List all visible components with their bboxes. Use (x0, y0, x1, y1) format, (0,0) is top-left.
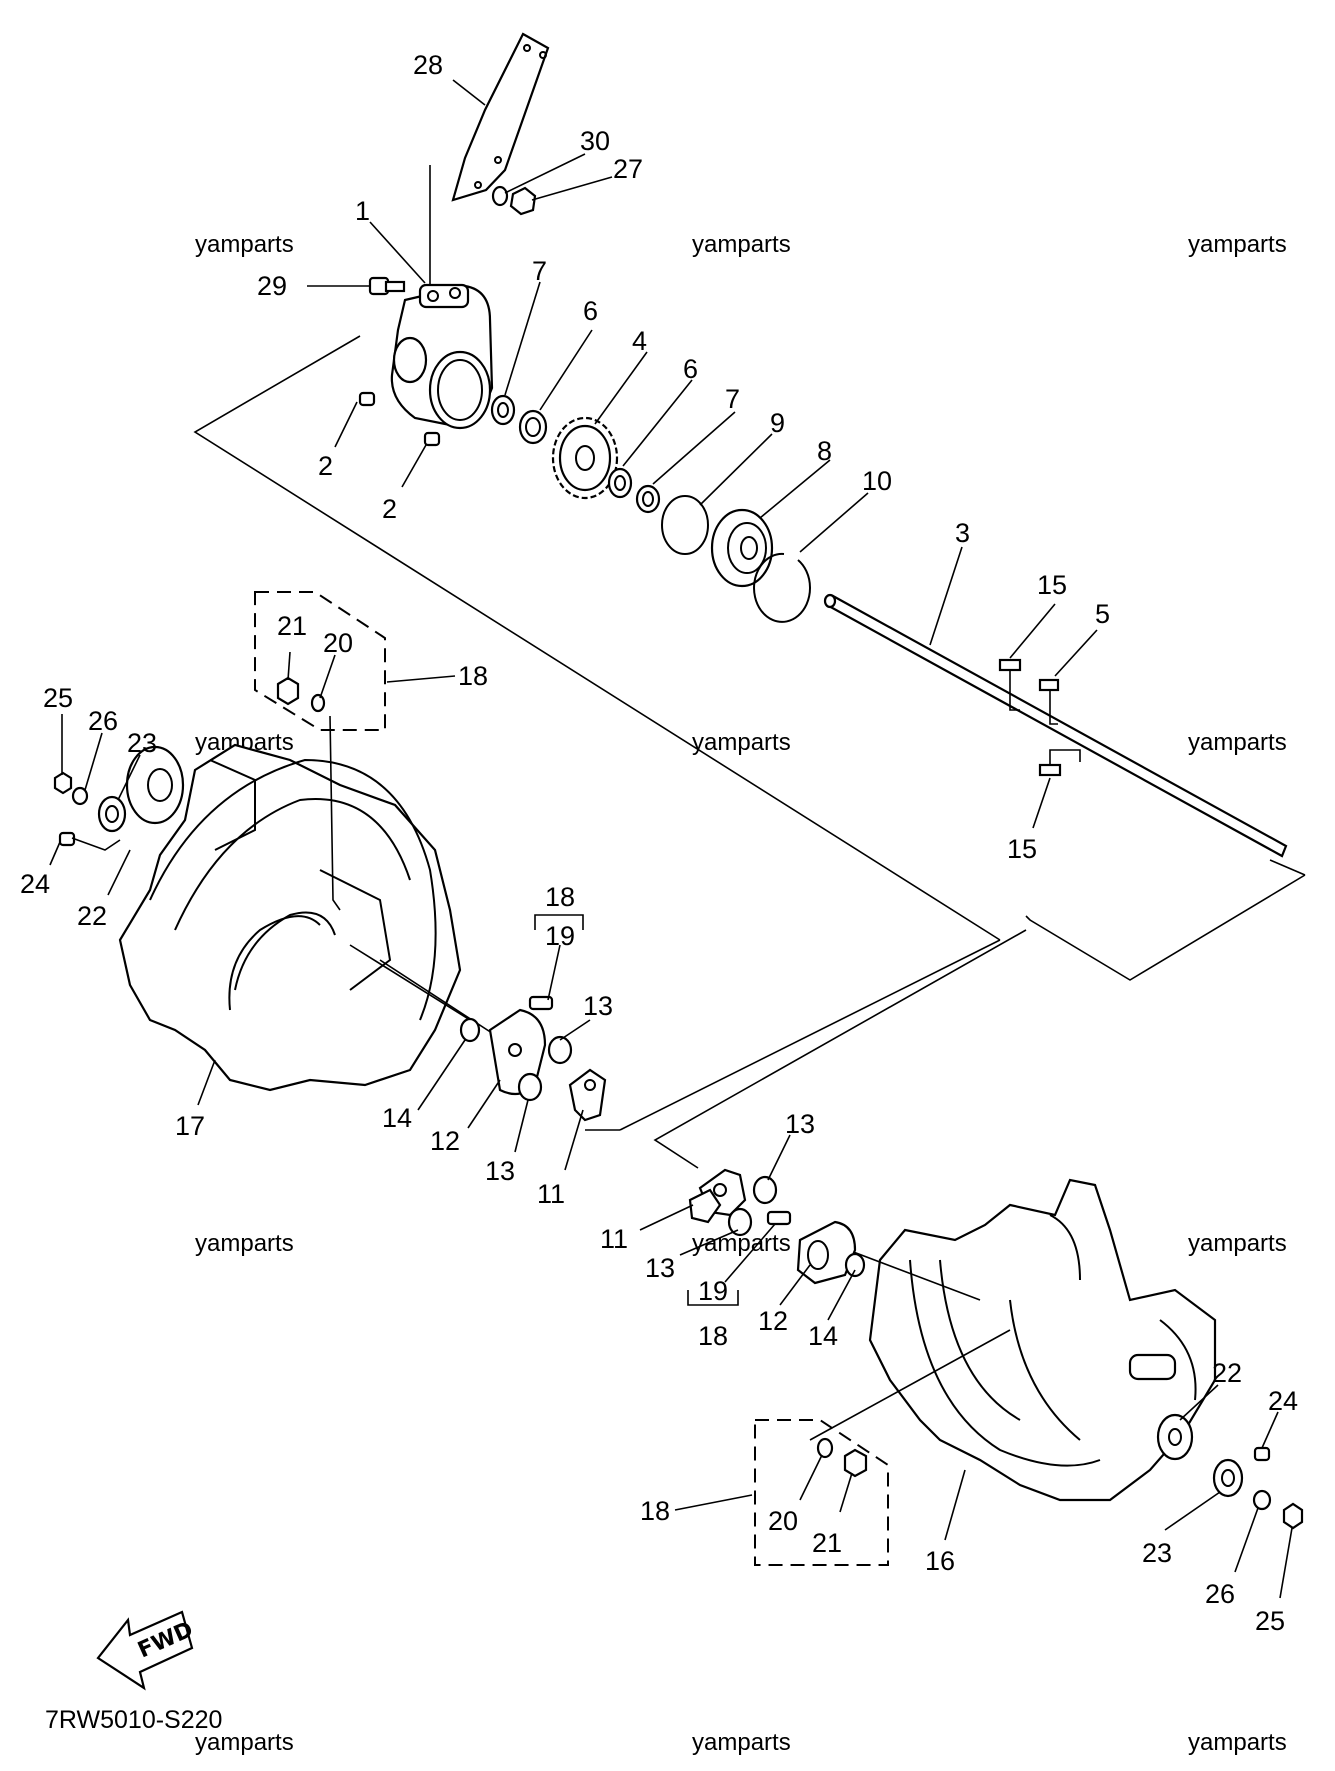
assembly-outline (193, 165, 1306, 1169)
callout-3: 3 (955, 518, 970, 548)
callout-18: 18 (698, 1321, 728, 1351)
drive-gear (551, 416, 619, 500)
hardware-bolt-29 (368, 276, 406, 296)
shaft-parts (490, 394, 812, 623)
callout-13: 13 (645, 1253, 675, 1283)
watermark: yamparts (1188, 1230, 1287, 1257)
callout-18: 18 (640, 1496, 670, 1526)
callout-30: 30 (580, 126, 610, 156)
callout-6: 6 (583, 296, 598, 326)
callout-8: 8 (817, 436, 832, 466)
callout-22: 22 (1212, 1358, 1242, 1388)
auger-right (809, 1178, 1217, 1502)
callout-9: 9 (770, 408, 785, 438)
callout-10: 10 (862, 466, 892, 496)
hardware-washer-30 (491, 185, 509, 207)
hub-parts-left (53, 771, 127, 851)
callout-16: 16 (925, 1546, 955, 1576)
watermark: yamparts (1188, 1729, 1287, 1756)
callout-12: 12 (430, 1126, 460, 1156)
callout-23: 23 (1142, 1538, 1172, 1568)
callout-18: 18 (458, 661, 488, 691)
callout-14: 14 (382, 1103, 412, 1133)
callout-25: 25 (1255, 1606, 1285, 1636)
watermark: yamparts (195, 1230, 294, 1257)
watermark: yamparts (195, 1729, 294, 1756)
gear-housing (390, 283, 494, 430)
callout-6: 6 (683, 354, 698, 384)
callout-11: 11 (600, 1224, 628, 1254)
callout-19: 19 (698, 1276, 728, 1306)
bracket-plate (451, 32, 550, 202)
callout-13: 13 (583, 991, 613, 1021)
callout-18: 18 (545, 882, 575, 912)
watermark: yamparts (692, 1729, 791, 1756)
callout-7: 7 (532, 256, 547, 286)
callout-labels: 28 30 27 1 29 7 6 4 6 7 9 8 10 2 2 3 15 … (20, 50, 1298, 1636)
callout-4: 4 (632, 326, 647, 356)
callout-12: 12 (758, 1306, 788, 1336)
watermark: yamparts (1188, 231, 1287, 258)
watermark: yamparts (1188, 729, 1287, 756)
hardware-nut-27 (509, 186, 537, 216)
callout-24: 24 (1268, 1386, 1298, 1416)
watermark: yamparts (692, 231, 791, 258)
coupler-parts-left (459, 995, 607, 1122)
callout-1: 1 (355, 196, 370, 226)
callout-2: 2 (318, 451, 333, 481)
callout-28: 28 (413, 50, 443, 80)
callout-24: 24 (20, 869, 50, 899)
callout-20: 20 (768, 1506, 798, 1536)
callout-20: 20 (323, 628, 353, 658)
callout-26: 26 (88, 706, 118, 736)
shearbolt-kit-right (754, 1419, 889, 1566)
callout-21: 21 (812, 1528, 842, 1558)
bearing-cover (710, 508, 774, 588)
leader-lines (49, 79, 1293, 1599)
callout-29: 29 (257, 271, 287, 301)
watermark: yamparts (195, 231, 294, 258)
callout-21: 21 (277, 611, 307, 641)
hardware-plugs-2 (358, 391, 441, 447)
drawing-code: 7RW5010-S220 (45, 1706, 222, 1734)
callout-26: 26 (1205, 1579, 1235, 1609)
callout-19: 19 (545, 921, 575, 951)
auger-left (118, 743, 496, 1092)
callout-27: 27 (613, 154, 643, 184)
watermark-layer: yamparts yamparts yamparts yamparts yamp… (195, 231, 1287, 1756)
callout-14: 14 (808, 1321, 838, 1351)
callout-13: 13 (785, 1109, 815, 1139)
coupler-parts-right (688, 1168, 866, 1285)
hub-parts-right (1156, 1413, 1304, 1530)
callout-15: 15 (1037, 570, 1067, 600)
callout-11: 11 (537, 1179, 565, 1209)
callout-23: 23 (127, 728, 157, 758)
callout-13: 13 (485, 1156, 515, 1186)
callout-22: 22 (77, 901, 107, 931)
auger-shaft (823, 593, 1288, 858)
callout-2: 2 (382, 494, 397, 524)
callout-15: 15 (1007, 834, 1037, 864)
callout-17: 17 (175, 1111, 205, 1141)
watermark: yamparts (692, 729, 791, 756)
callout-25: 25 (43, 683, 73, 713)
callout-7: 7 (725, 384, 740, 414)
forward-direction-arrow: FWD (96, 1610, 197, 1691)
callout-5: 5 (1095, 599, 1110, 629)
